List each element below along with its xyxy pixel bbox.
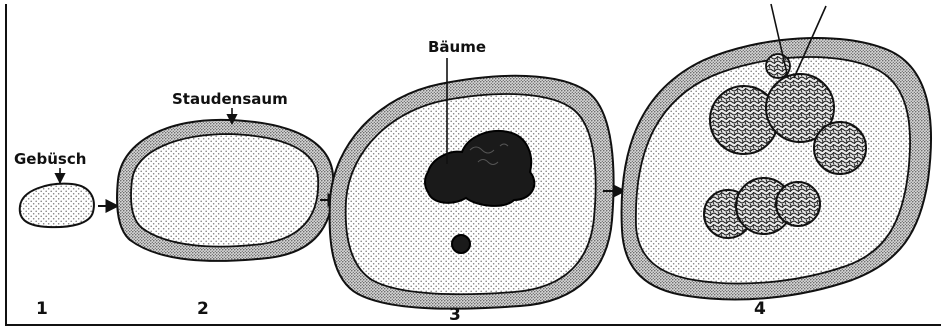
tree-crown	[776, 182, 820, 226]
label-staudensaum: Staudensaum	[172, 90, 288, 108]
stage-4-woodland	[622, 4, 931, 299]
stage-1-shrub: Gebüsch	[14, 150, 94, 227]
shrub-patch	[20, 184, 94, 227]
stage-number-4: 4	[754, 299, 766, 319]
tree-seedling	[452, 235, 470, 253]
stage-number-3: 3	[449, 305, 461, 325]
stage-2-forb-fringe: Staudensaum	[117, 90, 333, 261]
tree-crown	[814, 122, 866, 174]
stage-number-2: 2	[197, 299, 209, 319]
label-baeume: Bäume	[428, 38, 486, 56]
stage-3-first-trees: Bäume	[330, 38, 614, 309]
shrub-core	[131, 134, 318, 247]
label-gebuesch: Gebüsch	[14, 150, 86, 168]
stage-number-1: 1	[36, 299, 48, 319]
